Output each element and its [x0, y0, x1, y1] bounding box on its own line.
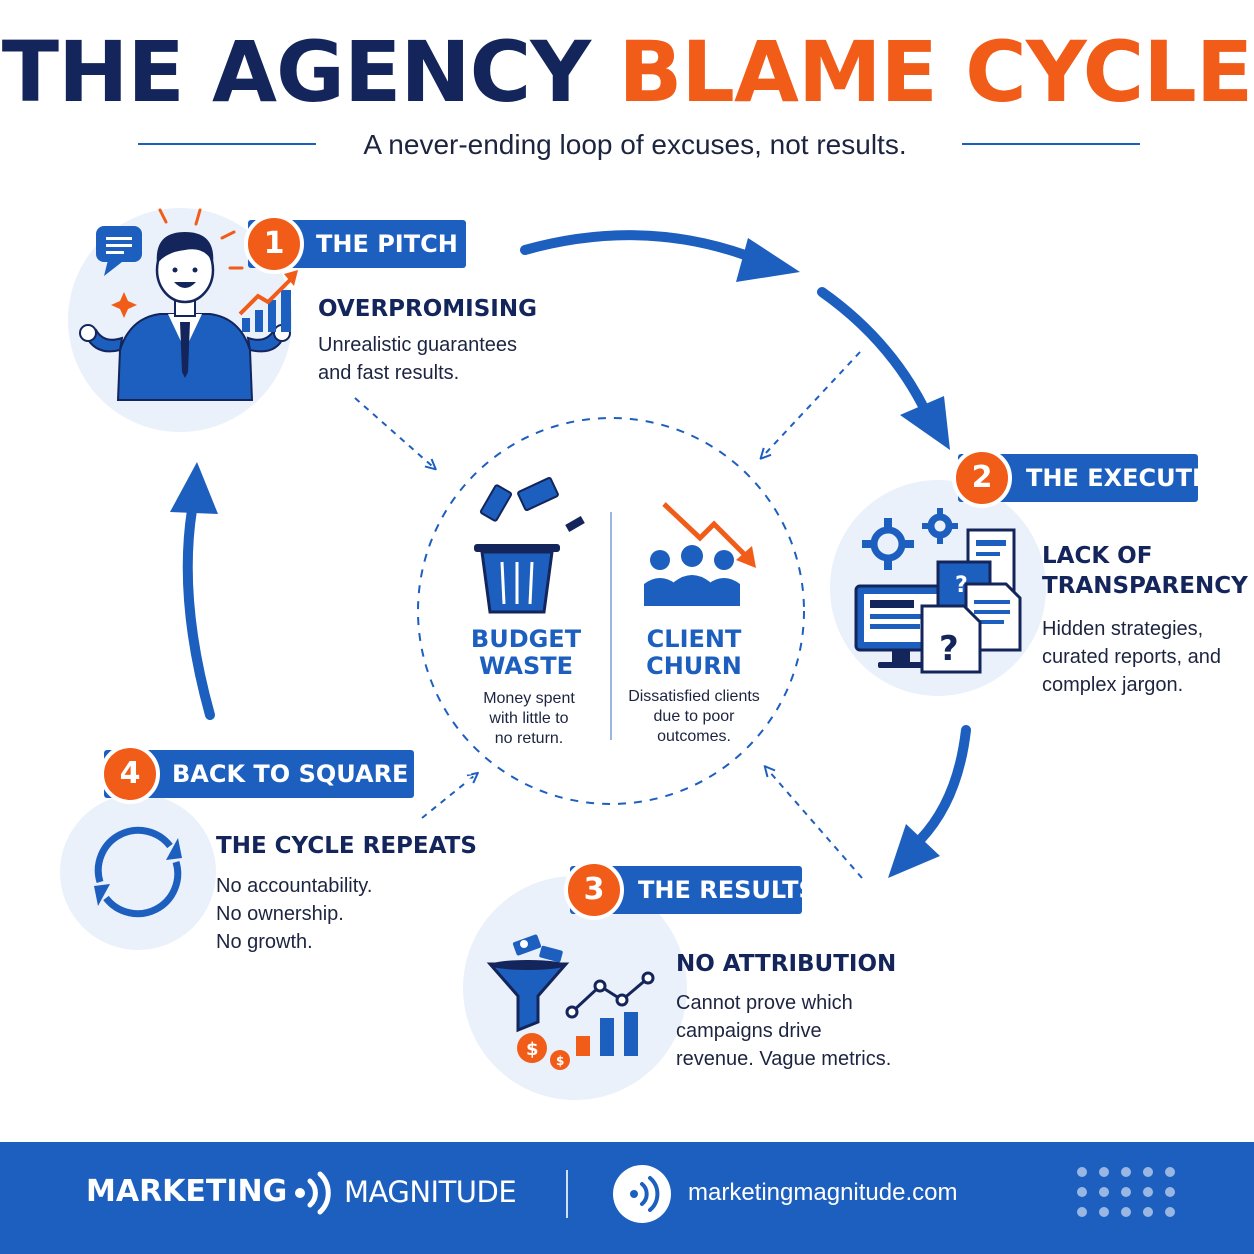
dollar-coin-icon: $ $ [517, 1033, 570, 1070]
step1-number: 1 [244, 214, 304, 274]
step3-heading: NO ATTRIBUTION [676, 951, 897, 977]
svg-text:?: ? [939, 629, 959, 669]
sparkle-marks [158, 208, 244, 270]
center-right-description: Dissatisfied clients due to poor outcome… [628, 688, 760, 745]
signal-logo-icon [295, 1171, 331, 1215]
trash-money-icon [474, 476, 585, 614]
cycle-arrow-1 [520, 230, 800, 282]
gear-teeth [862, 508, 958, 570]
step2-heading: LACK OF TRANSPARENCY [1042, 543, 1248, 599]
svg-text:$: $ [526, 1039, 539, 1060]
subtitle: A never-ending loop of excuses, not resu… [363, 129, 907, 160]
step4-number: 4 [100, 744, 160, 804]
refresh-cycle-icon [94, 826, 182, 918]
title-accent: BLAME CYCLE [618, 23, 1253, 121]
gears-icon [870, 513, 953, 562]
bar-chart-icon [565, 971, 655, 1056]
step2-description: Hidden strategies, curated reports, and … [1042, 618, 1221, 696]
footer-divider [566, 1170, 568, 1218]
step3-number: 3 [564, 860, 624, 920]
star-icon [111, 292, 137, 318]
center-right-title: CLIENT CHURN [646, 625, 742, 680]
title-main: THE AGENCY [1, 23, 591, 121]
center-left-title: BUDGET WASTE [470, 625, 582, 680]
step4-circle [60, 794, 216, 950]
cycle-arrow-2 [817, 287, 950, 450]
step4-description: No accountability. No ownership. No grow… [216, 875, 373, 953]
people-decline-icon [644, 502, 756, 606]
cycle-arrow-4 [170, 462, 218, 720]
cycle-arrow-3 [888, 725, 971, 878]
step2-number: 2 [952, 448, 1012, 508]
subtitle-rule-right [962, 143, 1140, 145]
brand-light: MAGNITUDE [344, 1175, 517, 1209]
refresh-arrowhead-1 [166, 838, 182, 860]
center-left-description: Money spent with little to no return. [483, 690, 575, 747]
page-title: THE AGENCY BLAME CYCLE [0, 22, 1254, 122]
step1-description: Unrealistic guarantees and fast results. [318, 334, 517, 384]
funnel-icon [486, 934, 570, 1033]
presenter-icon [79, 232, 291, 401]
chat-bubble-icon [96, 226, 142, 276]
refresh-arrowhead-2 [94, 884, 110, 906]
brand-bold: MARKETING [86, 1174, 288, 1209]
step4-heading: THE CYCLE REPEATS [216, 833, 477, 859]
svg-text:$: $ [556, 1054, 564, 1068]
step1-heading: OVERPROMISING [318, 296, 537, 322]
website-link[interactable]: marketingmagnitude.com [688, 1179, 958, 1206]
website-logo-icon [613, 1165, 671, 1223]
step3-description: Cannot prove which campaigns drive reven… [676, 992, 892, 1070]
subtitle-rule-left [138, 143, 316, 145]
center-dashed-circle [417, 417, 805, 805]
question-icon: ? [920, 604, 982, 674]
dot-grid-icon [1077, 1167, 1175, 1217]
step2-badge: THE EXECUTION [958, 454, 1241, 502]
growth-chart-icon [238, 270, 298, 332]
